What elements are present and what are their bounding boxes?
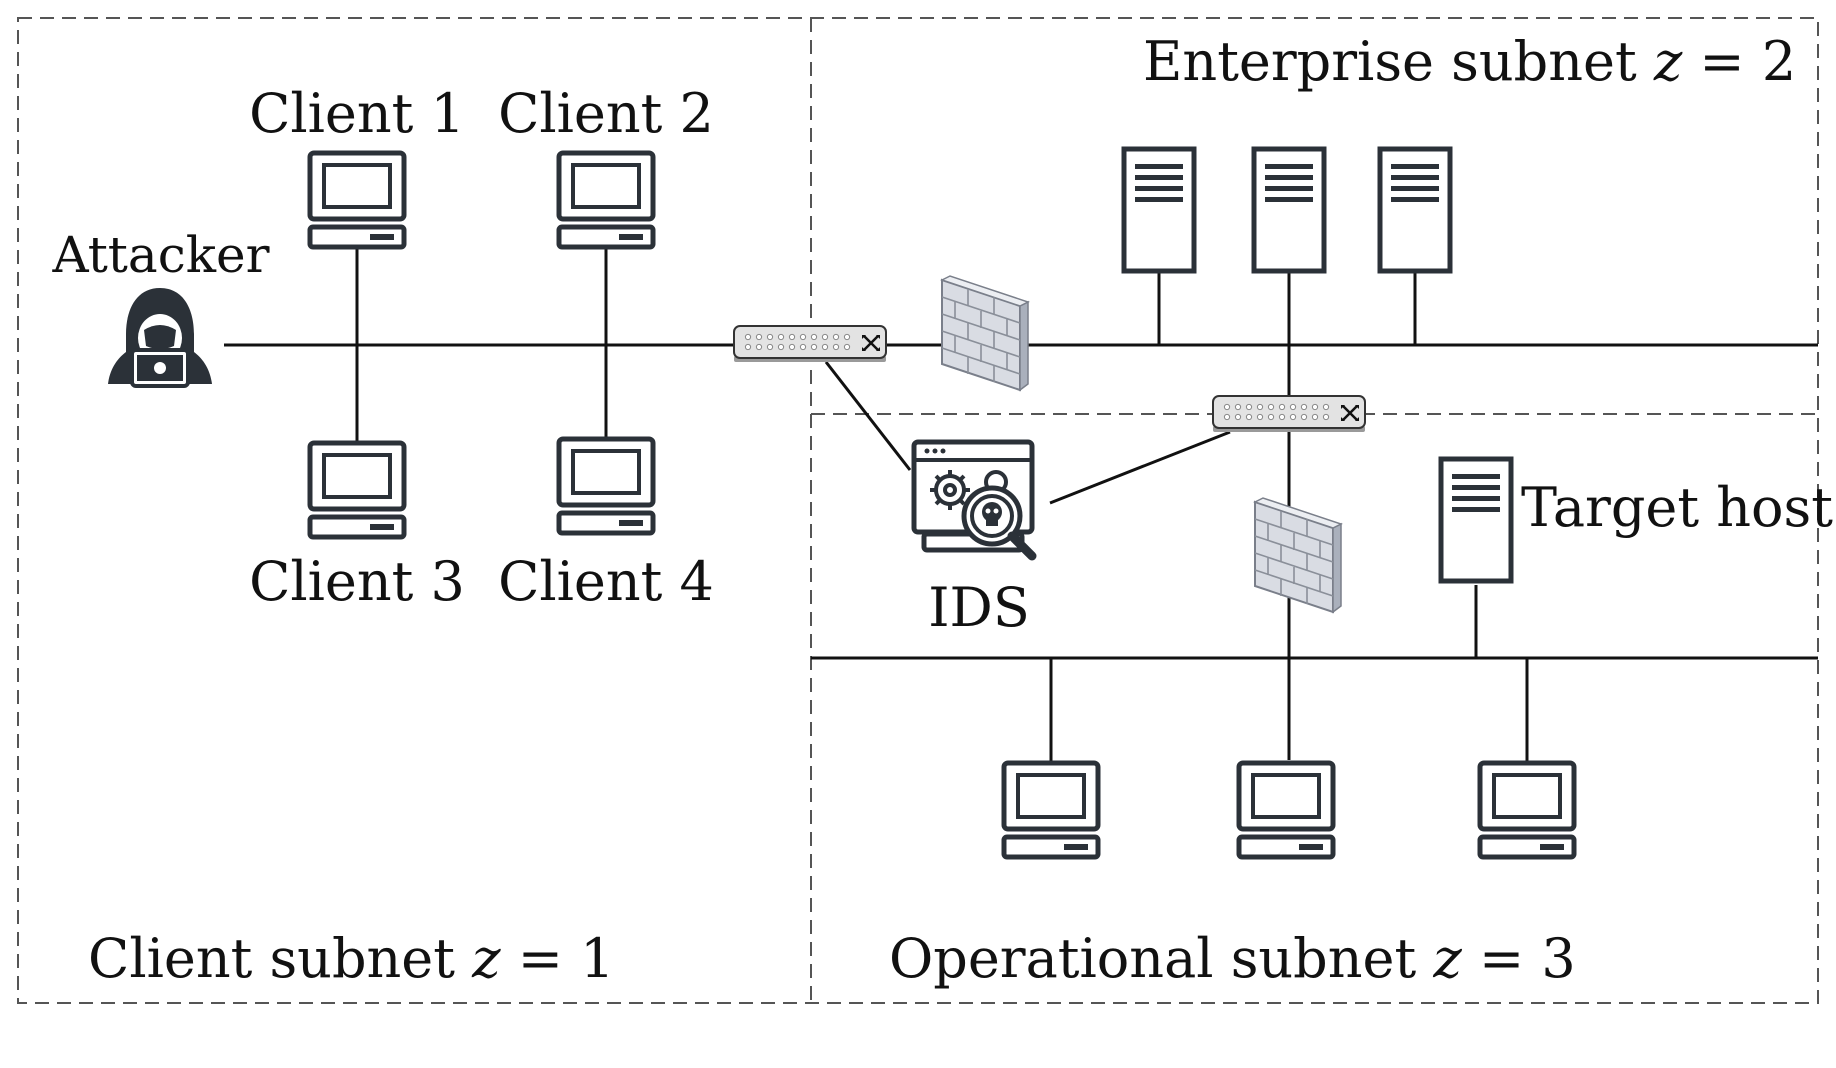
link-ids-switch2 — [1049, 430, 1231, 505]
enterprise-subnet-label: Enterprise subnet z = 2 — [1143, 30, 1796, 93]
operational-firewall-icon — [1254, 497, 1342, 613]
subnet-boundaries — [17, 17, 1819, 1004]
client-1-label: Client 1 — [249, 82, 465, 145]
client-3-computer-icon — [310, 443, 404, 537]
operational-computer-2-icon — [1239, 763, 1333, 857]
enterprise-switch-icon — [1211, 394, 1367, 434]
enterprise-server-3-icon — [1380, 149, 1450, 271]
client-2-computer-icon — [559, 153, 653, 247]
core-switch-icon — [732, 324, 888, 364]
operational-computer-3-icon — [1480, 763, 1574, 857]
operational-computer-1-icon — [1004, 763, 1098, 857]
client-2-label: Client 2 — [498, 82, 714, 145]
client-1-computer-icon — [310, 153, 404, 247]
ids-monitor-icon — [911, 439, 1037, 561]
outer-boundary — [17, 17, 1819, 1004]
target-host-label: Target host — [1521, 476, 1833, 539]
enterprise-firewall-icon — [941, 275, 1029, 391]
link-switch-ids — [824, 361, 912, 471]
client-3-label: Client 3 — [249, 550, 465, 613]
client-4-computer-icon — [559, 439, 653, 533]
ids-label: IDS — [928, 576, 1030, 639]
attacker-label: Attacker — [51, 226, 269, 284]
enterprise-server-2-icon — [1254, 149, 1324, 271]
network-links — [224, 244, 1818, 764]
enterprise-server-1-icon — [1124, 149, 1194, 271]
operational-subnet-label: Operational subnet z = 3 — [889, 927, 1576, 990]
client-subnet-label: Client subnet z = 1 — [88, 927, 615, 990]
client-4-label: Client 4 — [498, 550, 714, 613]
target-host-server-icon — [1441, 459, 1511, 581]
attacker-icon — [108, 288, 212, 388]
